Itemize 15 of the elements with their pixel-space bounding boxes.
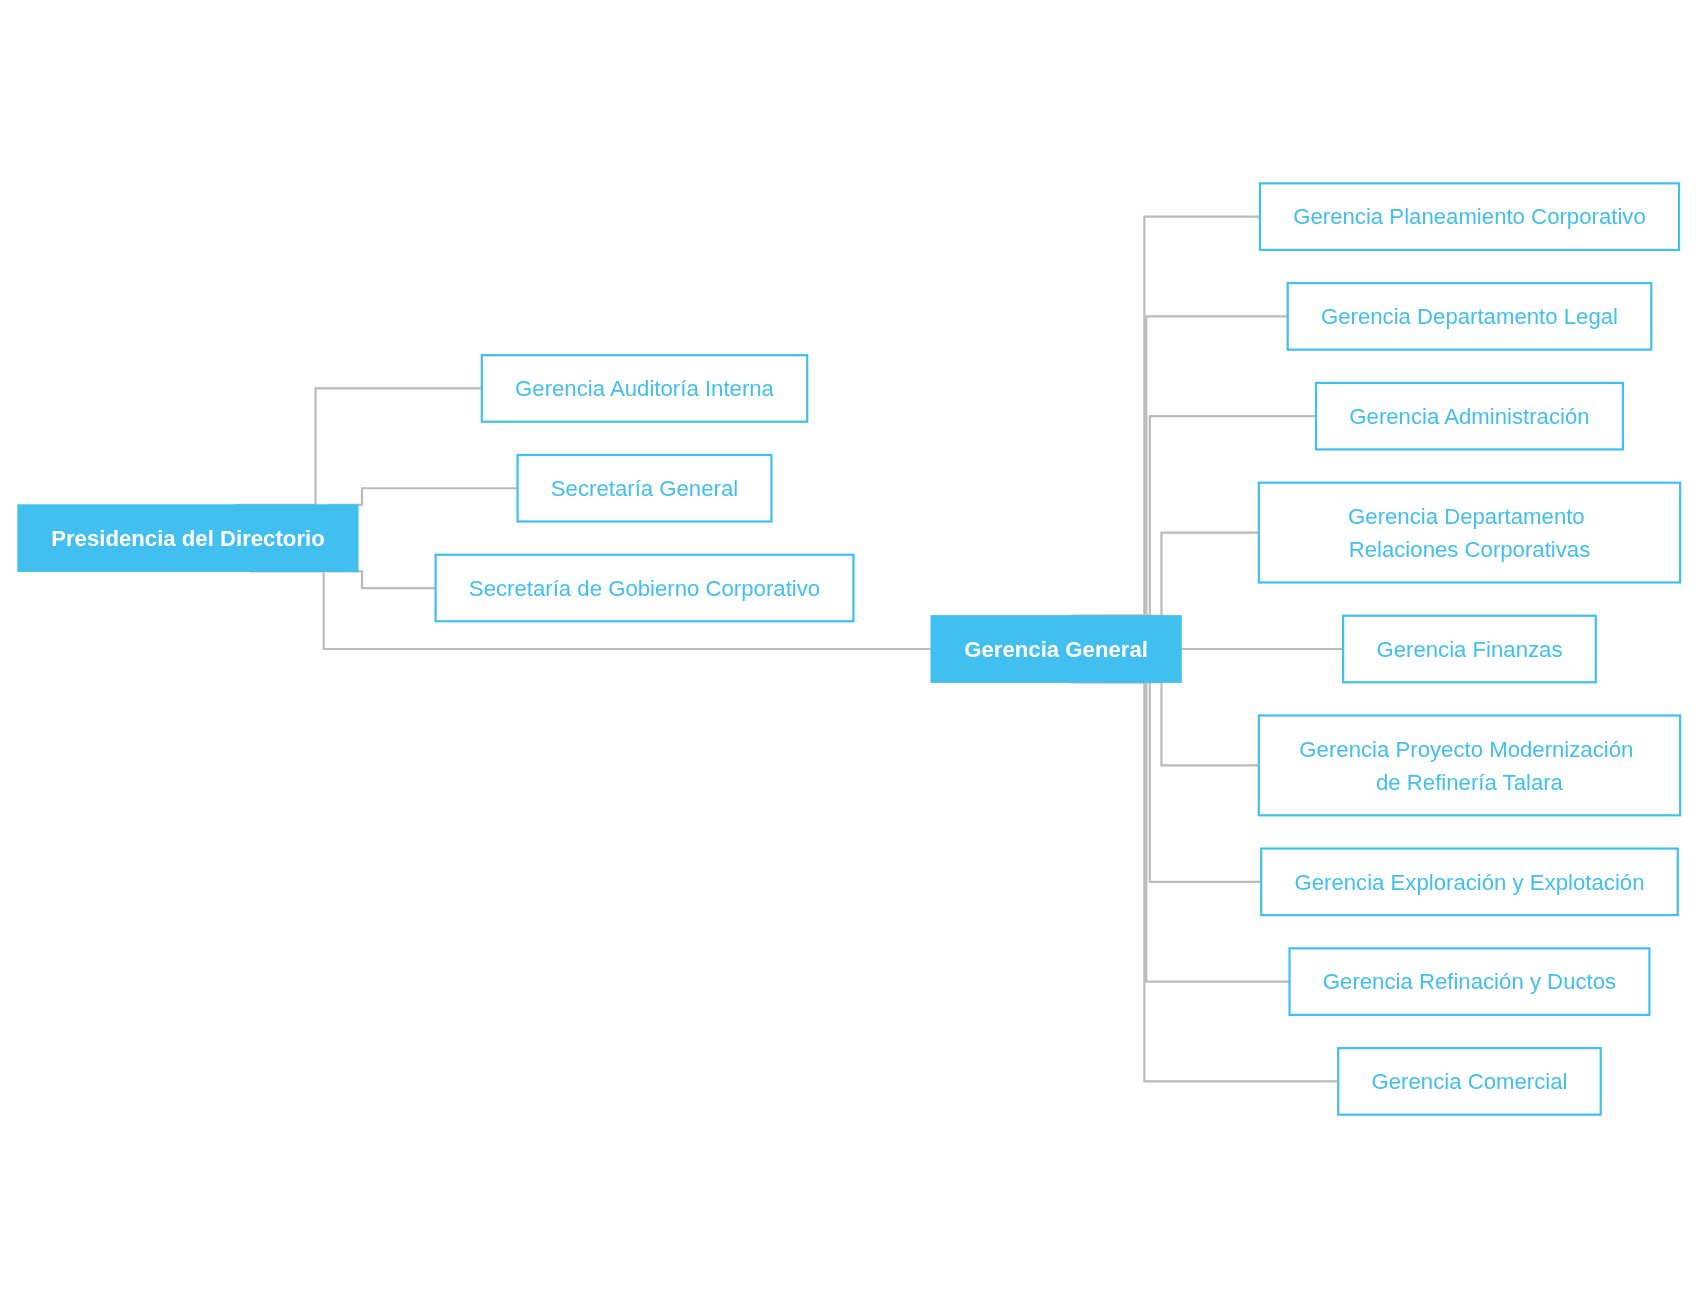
node-box: Gerencia Departamento Legal [1286, 282, 1653, 351]
node-box: Gerencia General [930, 615, 1182, 683]
node-box: Gerencia Refinación y Ductos [1288, 947, 1651, 1016]
node-box: Gerencia Proyecto Modernización de Refinería Talara [1257, 714, 1682, 817]
node-box: Gerencia Comercial [1337, 1047, 1602, 1116]
node-box: Gerencia Planeamiento Corporativo [1258, 182, 1681, 251]
node-box: Gerencia Finanzas [1342, 614, 1597, 684]
node-box: Gerencia Administración [1314, 381, 1624, 451]
connector [1181, 647, 1344, 651]
node-box: Presidencia del Directorio [17, 504, 359, 572]
node-box: Gerencia Auditoría Interna [480, 354, 809, 423]
node-box: Gerencia Departamento Relaciones Corporativas [1257, 481, 1682, 584]
node-box: Secretaría General [516, 453, 773, 523]
node-box: Gerencia Exploración y Explotación [1260, 847, 1679, 917]
node-box: Secretaría de Gobierno Corporativo [434, 553, 855, 623]
